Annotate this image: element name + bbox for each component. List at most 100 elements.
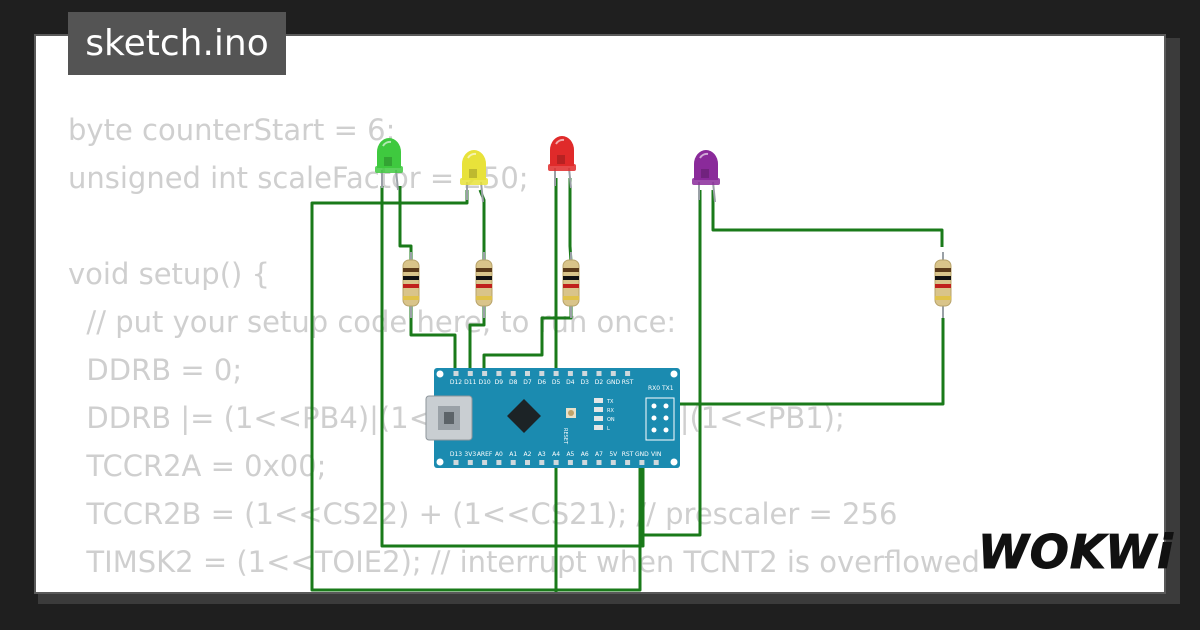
led-die <box>557 155 565 164</box>
resistor-band <box>935 276 951 280</box>
led-highlight <box>382 140 392 147</box>
pin-label: D5 <box>552 379 561 386</box>
resistor-band <box>476 276 492 280</box>
resistor-band <box>935 284 951 288</box>
resistor-band <box>563 268 579 272</box>
pin-label: D4 <box>566 379 575 386</box>
pin <box>610 460 616 465</box>
pin <box>596 460 602 465</box>
status-led-label: TX <box>606 399 614 405</box>
wire <box>380 186 645 548</box>
reset-label: RESET <box>562 428 568 445</box>
led-highlight <box>699 152 709 159</box>
pin <box>539 371 545 376</box>
resistor-band <box>476 268 492 272</box>
code-line: unsigned int scaleFactor = 250; <box>68 161 529 195</box>
wokwi-logo: WOKWi <box>978 525 1174 580</box>
led-die <box>701 169 709 178</box>
pin <box>510 460 516 465</box>
pin <box>567 460 573 465</box>
mount-hole <box>670 458 678 466</box>
red-led <box>548 136 576 189</box>
pin-label: RST <box>622 379 634 386</box>
icsp-pin <box>651 415 657 421</box>
resistor-band <box>935 268 951 272</box>
pin-label: D8 <box>509 379 518 386</box>
pin <box>467 371 473 376</box>
pin-label: D12 <box>450 379 462 386</box>
pin-label: 3V3 <box>464 451 476 458</box>
yellow-led <box>460 150 488 203</box>
status-led-label: RX <box>607 408 614 414</box>
reset-button-center <box>568 410 574 416</box>
resistor-band <box>403 276 419 280</box>
led-lead <box>568 167 572 189</box>
purple-led <box>692 150 720 203</box>
resistor-4 <box>934 252 952 318</box>
resistor-3 <box>562 252 580 318</box>
pin-label: A3 <box>538 451 546 458</box>
resistor-band <box>563 284 579 288</box>
status-led-label: L <box>607 426 610 432</box>
mount-hole <box>436 370 444 378</box>
rx-tx-label: RX0 TX1 <box>648 385 674 392</box>
green-led <box>375 138 403 191</box>
status-led-label: ON <box>607 417 615 423</box>
resistor-2 <box>475 252 493 318</box>
code-line: DDRB = 0; <box>68 353 243 387</box>
mcu-chip <box>507 399 541 433</box>
led-lead <box>712 181 716 203</box>
icsp-pin <box>651 403 657 409</box>
pin <box>553 460 559 465</box>
status-led <box>594 398 603 403</box>
code-card: byte counterStart = 6; unsigned int scale… <box>34 34 1166 594</box>
pin <box>525 460 530 465</box>
code-line: // put your setup code here, to run once… <box>68 305 677 339</box>
pin <box>625 460 631 465</box>
wire <box>310 190 642 592</box>
wire <box>468 305 486 372</box>
wire <box>711 190 944 247</box>
code-line: void setup() { <box>68 257 270 291</box>
pin-label: A7 <box>595 451 603 458</box>
led-die <box>384 157 392 166</box>
pin-label: 5V <box>609 451 618 458</box>
pin-label: D13 <box>450 451 462 458</box>
pin-label: VIN <box>651 451 661 458</box>
led-highlight <box>467 152 477 159</box>
resistor-band <box>403 268 419 272</box>
pin <box>567 371 573 376</box>
mount-hole <box>670 370 678 378</box>
resistor-band <box>563 296 579 300</box>
resistor-1 <box>402 252 420 318</box>
pin <box>596 371 602 376</box>
led-lead <box>480 181 484 203</box>
status-led <box>594 416 603 421</box>
resistor-band <box>403 284 419 288</box>
pin-label: A5 <box>566 451 574 458</box>
resistor-band <box>403 296 419 300</box>
pin-label: D2 <box>595 379 604 386</box>
pin-label: A0 <box>495 451 503 458</box>
pin <box>510 371 516 376</box>
pin <box>453 371 459 376</box>
icsp-pin <box>663 427 669 433</box>
pin <box>453 460 459 465</box>
pin <box>553 371 559 376</box>
pin <box>582 460 588 465</box>
pin-label: AREF <box>477 451 493 458</box>
code-line: byte counterStart = 6; <box>68 113 396 147</box>
pin <box>482 460 488 465</box>
pin <box>639 460 645 465</box>
wire <box>409 305 457 372</box>
pin <box>525 371 530 376</box>
led-die <box>469 169 477 178</box>
led-lead <box>395 169 399 191</box>
pin-label: D3 <box>580 379 589 386</box>
pin <box>582 371 588 376</box>
pin-label: A2 <box>524 451 532 458</box>
icsp-pin <box>651 427 657 433</box>
code-line: TIMSK2 = (1<<TOIE2); // interrupt when T… <box>68 545 980 579</box>
resistor-band <box>476 296 492 300</box>
